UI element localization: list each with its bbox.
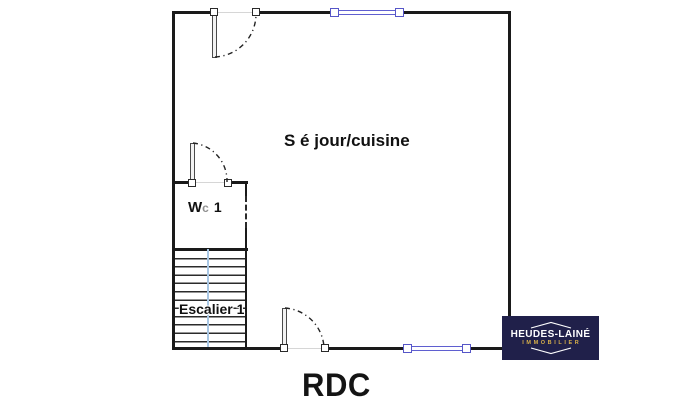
bottom-door-swing-arc-icon (284, 307, 325, 348)
bottom-door-latch-jamb (321, 344, 329, 352)
top-door-swing-arc-icon (214, 13, 257, 58)
bottom-door-opening (287, 345, 322, 352)
bottom-window-right-jamb (462, 344, 471, 353)
wc-door-hinge-jamb (188, 179, 196, 187)
room-label-sejour: S é jour/cuisine (284, 131, 410, 150)
bottom-window-inner-line (409, 349, 465, 352)
wc-wall-right-stub-top (245, 181, 248, 196)
floor-label: RDC (302, 367, 371, 403)
top-window-outer-line (336, 9, 398, 12)
logo-name: HEUDES-LAINÉ (510, 329, 591, 341)
bottom-door-threshold (287, 347, 322, 350)
wall-left (172, 11, 175, 350)
top-window-mask (330, 8, 404, 17)
staircase-guide-line (207, 249, 209, 347)
wall-right (508, 11, 511, 318)
top-door-threshold (217, 11, 253, 14)
staircase-top-wall (172, 248, 248, 251)
bottom-window-mask (403, 344, 471, 353)
bottom-window-outer-line (409, 345, 465, 348)
top-window-left-jamb (330, 8, 339, 17)
top-door-opening (217, 9, 253, 16)
wc-label-w: W (188, 199, 203, 216)
wc-partition-dashed (245, 196, 247, 228)
wc-door-latch-jamb (224, 179, 232, 187)
logo-roof-bottom-icon (530, 347, 571, 354)
logo-tagline: IMMOBILIER (522, 340, 582, 347)
wc-wall-right-stub-bottom (245, 228, 248, 250)
wc-door-swing-arc-icon (192, 142, 228, 183)
wc-label-num: 1 (213, 199, 222, 215)
wc-door-threshold (195, 181, 225, 184)
staircase-right-wall (245, 248, 248, 347)
top-window-right-jamb (395, 8, 404, 17)
top-door-latch-jamb (252, 8, 260, 16)
bottom-window-left-jamb (403, 344, 412, 353)
staircase-steps (175, 251, 245, 347)
room-label-stairs: Escalier 1 (179, 301, 245, 317)
bottom-door-hinge-jamb (280, 344, 288, 352)
logo-roof-top-icon (530, 322, 571, 329)
brand-logo: HEUDES-LAINÉ IMMOBILIER (502, 316, 599, 360)
top-window-inner-line (336, 13, 398, 16)
wc-door-opening (195, 179, 225, 186)
wc-label-c: c (202, 201, 209, 215)
wall-bottom (172, 347, 504, 350)
top-door-hinge-jamb (210, 8, 218, 16)
